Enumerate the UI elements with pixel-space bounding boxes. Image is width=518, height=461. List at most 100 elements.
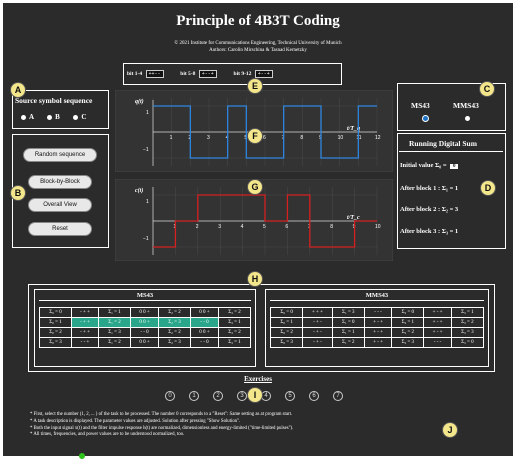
bit-5-8-select[interactable]: +--+ [198,70,217,78]
ms43-title: MS43 [39,292,251,301]
rds-after-block-3: After block 3 : Σ₃ = 1 [400,228,459,235]
authors: Authors: Carolin Mirschina & Tasnad Kern… [209,48,307,53]
exercise-2-button[interactable]: 2 [213,391,223,401]
exercise-7-button[interactable]: 7 [333,391,343,401]
mms43-title: MMS43 [270,292,484,301]
table-cell: - + - [302,317,333,328]
table-cell: Σ₂ = 2 [158,327,191,338]
table-cell: Σ₃ = 2 [217,327,252,338]
c-xtick: 5 [263,224,266,230]
table-cell: Σ₂ = 2 [391,327,425,338]
table-cell: Σ₂ = 2 [158,307,191,318]
table-cell: + + + [302,307,333,318]
table-cell: 0 0 + [189,327,219,338]
exercises-title: Exercises [244,375,272,383]
app-window: Principle of 4B3T Coding © 2021 Institut… [3,3,513,456]
rds-heading: Running Digital Sum [409,139,477,148]
q-xtick: 10 [338,135,344,141]
table-cell: Σ₁ = 1 [98,307,131,318]
c-ylabel: c(t) [135,187,143,194]
table-cell: Σ₀ = 2 [269,327,304,338]
table-cell: Σ₃ = 1 [217,337,252,348]
radio-b-icon [47,114,53,120]
table-row: Σ₀ = 2- + -Σ₁ = 1+ - +Σ₂ = 2+ - +Σ₃ = 3 [269,327,485,338]
option-c[interactable]: C [73,113,86,121]
table-cell: 0 0 + [189,307,219,318]
table-cell: Σ₀ = 2 [39,327,72,338]
radio-ms43-icon[interactable] [423,116,428,121]
table-cell: Σ₀ = 0 [269,307,304,318]
block-by-block-button[interactable]: Block-by-Block [28,175,92,189]
tables-panel [28,284,495,372]
status-dot [79,453,85,459]
radio-c-icon [73,114,79,120]
table-cell: Σ₁ = 3 [331,307,365,318]
q-ytick-minus1: −1 [143,147,149,153]
table-cell: Σ₀ = 3 [269,337,304,348]
marker-f: F [247,128,263,144]
marker-i: I [247,387,263,403]
exercise-0-button[interactable]: 0 [165,391,175,401]
table-cell: Σ₃ = 3 [450,327,485,338]
c-ytick-1: 1 [146,199,149,205]
c-xtick: 8 [330,224,333,230]
exercise-6-button[interactable]: 6 [309,391,319,401]
c-xtick: 2 [196,224,199,230]
marker-g: G [247,179,263,195]
table-cell: - + + [70,327,100,338]
random-sequence-button[interactable]: Random sequence [23,148,97,162]
marker-h: H [247,271,263,287]
exercise-5-button[interactable]: 5 [285,391,295,401]
source-options: A B C [21,113,86,121]
notes: * First, select the number (1, 2, ... ) … [30,412,293,439]
c-xtick: 4 [241,224,244,230]
option-a[interactable]: A [21,113,34,121]
c-ytick-minus1: −1 [143,236,149,242]
c-xlabel: t/T_c [347,215,360,221]
table-cell: Σ₃ = 0 [450,337,485,348]
c-xtick: 10 [375,224,381,230]
marker-b: B [10,185,26,201]
table-cell: Σ₂ = 1 [391,317,425,328]
radio-mms43-icon[interactable] [465,116,470,121]
code-ms43-label: MS43 [411,101,430,110]
table-cell: Σ₀ = 0 [39,307,72,318]
rds-initial-label: Initial value Σ₀ = 0 [400,162,459,169]
page-title: Principle of 4B3T Coding [176,13,340,29]
table-cell: + - + [423,317,452,328]
source-panel [12,90,109,129]
exercise-3-button[interactable]: 3 [237,391,247,401]
code-select-panel [397,83,506,131]
table-cell: Σ₂ = 3 [158,317,191,328]
bit-selectors: bit 1-4 ++-- bit 5-8 +--+ bit 9-12 +--+ [127,70,273,78]
table-row: Σ₀ = 1- + -Σ₁ = 0+ - +Σ₂ = 1+ - +Σ₃ = 2 [269,317,485,328]
initial-value-input[interactable]: 0 [450,164,459,169]
c-signal-line [153,194,377,248]
bit-1-4-select[interactable]: ++-- [145,70,164,78]
table-row: Σ₀ = 0+ + +Σ₁ = 3- - -Σ₂ = 0+ - +Σ₃ = 1 [269,307,485,318]
note-2: * A task description is displayed. The p… [30,418,241,424]
exercise-1-button[interactable]: 1 [189,391,199,401]
table-cell: Σ₂ = 3 [391,337,425,348]
table-cell: Σ₃ = 2 [217,307,252,318]
table-cell: Σ₂ = 0 [391,307,425,318]
table-cell: + - + [363,317,393,328]
table-cell: Σ₃ = 1 [217,317,252,328]
overall-view-button[interactable]: Overall View [28,198,92,212]
bit-9-12-select[interactable]: +--+ [254,70,273,78]
option-b[interactable]: B [47,113,60,121]
reset-button[interactable]: Reset [28,222,92,236]
rds-after-block-2: After block 2 : Σ₂ = 3 [400,206,459,213]
table-cell: Σ₂ = 3 [158,337,191,348]
table-cell: - - - [423,337,452,348]
table-cell: + - + [363,337,393,348]
q-ylabel: q(t) [135,98,144,105]
table-cell: Σ₁ = 2 [331,337,365,348]
q-xtick: 11 [356,135,361,141]
table-cell: - + + [70,307,100,318]
q-xtick: 12 [375,135,381,141]
c-xtick: 3 [218,224,221,230]
